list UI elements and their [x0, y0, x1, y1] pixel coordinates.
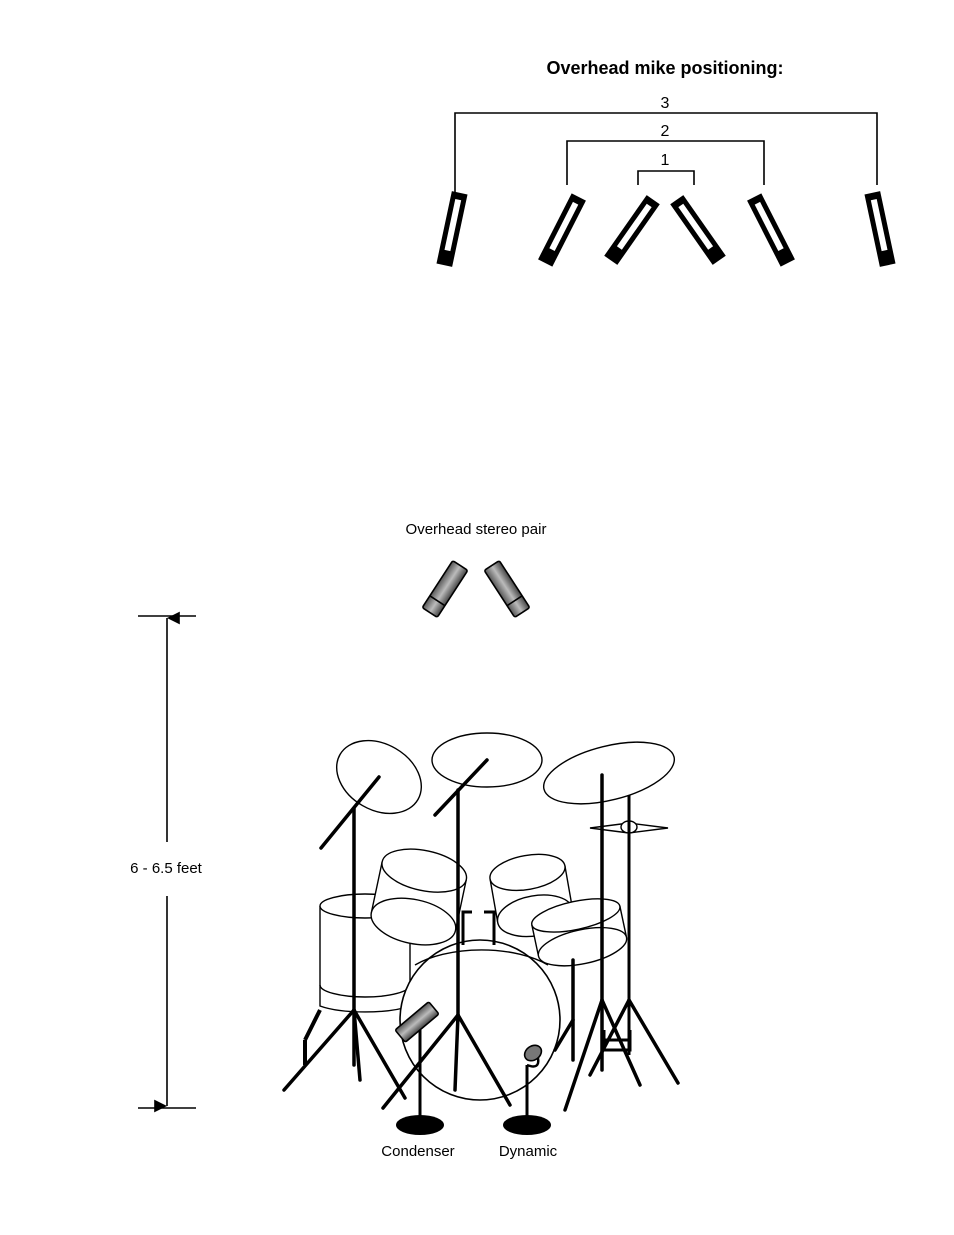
height-label: 6 - 6.5 feet: [130, 860, 203, 877]
overhead-mic-outer-left: [436, 191, 468, 267]
dynamic-label: Dynamic: [499, 1143, 558, 1160]
condenser-label: Condenser: [381, 1143, 454, 1160]
stereo-pair-mic-right: [484, 560, 530, 618]
overhead-mic-outer-right: [864, 191, 896, 267]
bass-drum: [399, 939, 561, 1101]
stereo-pair-mic-left: [422, 560, 468, 618]
tom-mount: [461, 910, 496, 945]
left-rack-tom: [370, 848, 468, 946]
cymbal-stands: [282, 758, 680, 1112]
drum-kit: [282, 732, 680, 1112]
overhead-positioning-panel: Overhead mike positioning: 3 2 1: [436, 58, 896, 267]
spacing-label-2: 2: [661, 123, 670, 140]
kick-pedal: [602, 1030, 632, 1052]
spacing-bracket-1: [637, 170, 695, 185]
overhead-mic-middle-right: [747, 193, 795, 267]
condenser-mic-base: [396, 1115, 444, 1135]
dynamic-mic-base: [503, 1115, 551, 1135]
overhead-mic-inner-right: [670, 195, 726, 265]
stereo-pair-label: Overhead stereo pair: [406, 521, 547, 538]
height-dimension: [138, 611, 196, 1113]
overhead-positioning-title: Overhead mike positioning:: [546, 58, 783, 78]
hi-hat: [589, 795, 669, 1055]
spacing-label-1: 1: [661, 152, 670, 169]
overhead-mic-inner-left: [604, 195, 660, 265]
spacing-bracket-3: [454, 112, 878, 192]
spacing-label-3: 3: [661, 95, 670, 112]
overhead-mic-middle-left: [538, 193, 586, 267]
dynamic-mic: [503, 1044, 551, 1135]
stereo-pair-group: Overhead stereo pair: [406, 521, 547, 618]
spacing-bracket-2: [566, 140, 765, 185]
crash-cymbal-right: [542, 741, 676, 805]
condenser-mic: [395, 1001, 444, 1135]
